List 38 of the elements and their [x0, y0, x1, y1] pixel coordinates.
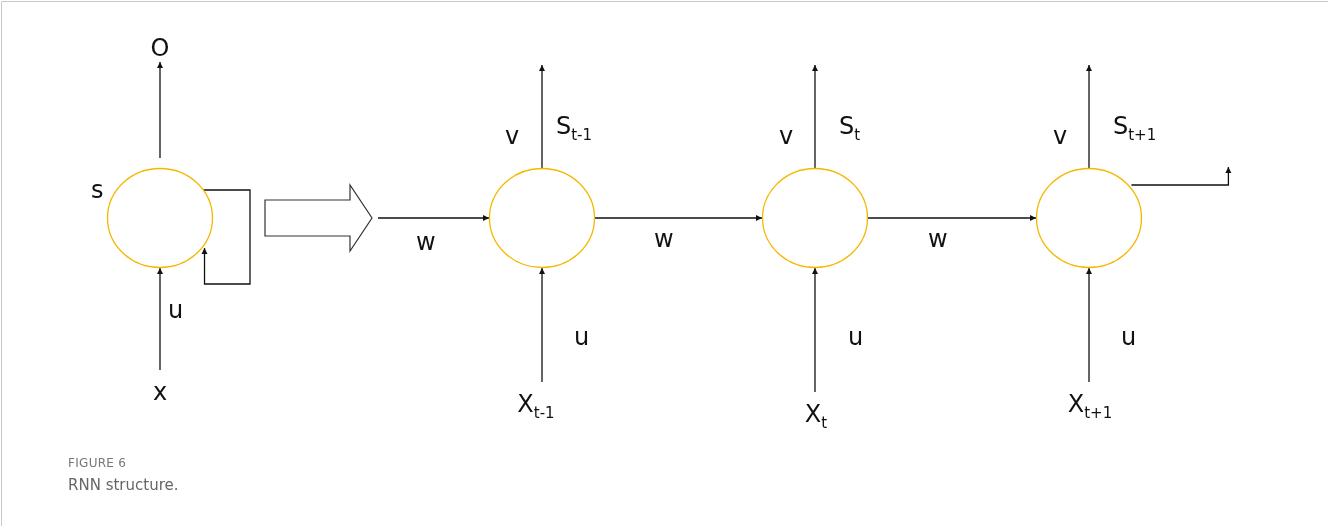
arrow [539, 267, 545, 383]
arrow [594, 215, 763, 221]
weight-label: u [168, 298, 184, 322]
weight-label: v [779, 124, 794, 148]
arrow [1086, 64, 1092, 169]
arrow [812, 64, 818, 169]
weight-label: u [1121, 325, 1137, 349]
output-label: O [148, 36, 172, 62]
input-label: X$_{t+1}$ [1063, 392, 1117, 422]
figure-number: FIGURE 6 [68, 456, 127, 470]
input-label: x [150, 380, 170, 404]
arrow [157, 61, 163, 159]
arrow [867, 215, 1037, 221]
weight-label: w [654, 227, 674, 251]
input-label: X$_{t}$ [799, 402, 833, 432]
hidden-state-circle [107, 168, 213, 268]
weight-label: u [848, 325, 864, 349]
input-label: X$_{t-1}$ [511, 392, 561, 422]
weight-label: w [416, 230, 436, 254]
weight-label: v [505, 124, 520, 148]
state-label: S$_{t}$ [839, 114, 861, 143]
arrow [157, 267, 163, 371]
state-label: S$_{t+1}$ [1113, 114, 1157, 143]
hidden-state-circle [1036, 168, 1142, 268]
weight-label: u [574, 325, 590, 349]
weight-label: v [1053, 124, 1068, 148]
hidden-state-circle [762, 168, 868, 268]
state-label: S$_{t-1}$ [556, 114, 593, 143]
weight-label: w [928, 227, 948, 251]
hidden-state-circle [489, 168, 595, 268]
figure-caption: RNN structure. [68, 476, 179, 494]
arrow [1086, 267, 1092, 383]
arrow [539, 64, 545, 169]
arrow [377, 215, 490, 221]
arrow [812, 267, 818, 393]
state-label: s [91, 178, 104, 202]
arrow [1130, 166, 1232, 186]
arrow [201, 189, 251, 285]
